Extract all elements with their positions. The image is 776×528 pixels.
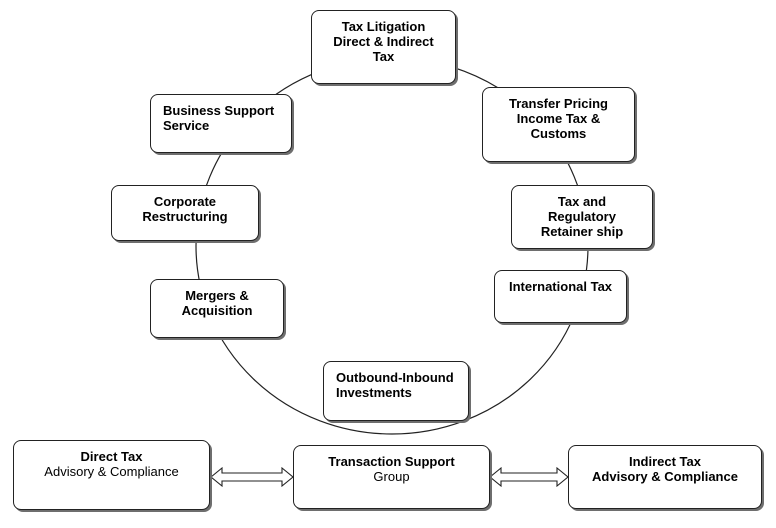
- node-international-tax: International Tax: [494, 270, 627, 323]
- node-transaction-support-subtitle: Group: [373, 469, 410, 484]
- node-transaction-support: Transaction Support Group: [293, 445, 490, 509]
- node-business-support: Business Support Service: [150, 94, 292, 153]
- node-direct-tax-subtitle: Advisory & Compliance: [44, 464, 179, 479]
- node-mergers: Mergers & Acquisition: [150, 279, 284, 338]
- double-arrow-left: [210, 466, 294, 488]
- node-tax-regulatory-label: Tax and Regulatory Retainer ship: [540, 194, 624, 239]
- node-transfer-pricing: Transfer Pricing Income Tax & Customs: [482, 87, 635, 162]
- node-outbound-inbound: Outbound-Inbound Investments: [323, 361, 469, 421]
- node-tax-regulatory: Tax and Regulatory Retainer ship: [511, 185, 653, 249]
- node-international-tax-label: International Tax: [508, 279, 613, 294]
- node-business-support-label: Business Support Service: [163, 103, 275, 133]
- node-transfer-pricing-label: Transfer Pricing Income Tax & Customs: [509, 96, 608, 141]
- node-tax-litigation-label: Tax Litigation Direct & Indirect Tax: [333, 19, 434, 64]
- node-mergers-label: Mergers & Acquisition: [181, 288, 253, 318]
- node-corporate-restructuring: Corporate Restructuring: [111, 185, 259, 241]
- node-corporate-restructuring-label: Corporate Restructuring: [142, 194, 228, 224]
- node-outbound-inbound-label: Outbound-Inbound Investments: [336, 370, 454, 400]
- double-arrow-right: [489, 466, 569, 488]
- node-direct-tax: Direct Tax Advisory & Compliance: [13, 440, 210, 510]
- node-indirect-tax: Indirect Tax Advisory & Compliance: [568, 445, 762, 509]
- node-transaction-support-title: Transaction Support: [328, 454, 455, 469]
- node-direct-tax-title: Direct Tax: [80, 449, 143, 464]
- node-tax-litigation: Tax Litigation Direct & Indirect Tax: [311, 10, 456, 84]
- node-indirect-tax-subtitle: Advisory & Compliance: [592, 469, 738, 484]
- node-indirect-tax-title: Indirect Tax: [628, 454, 701, 469]
